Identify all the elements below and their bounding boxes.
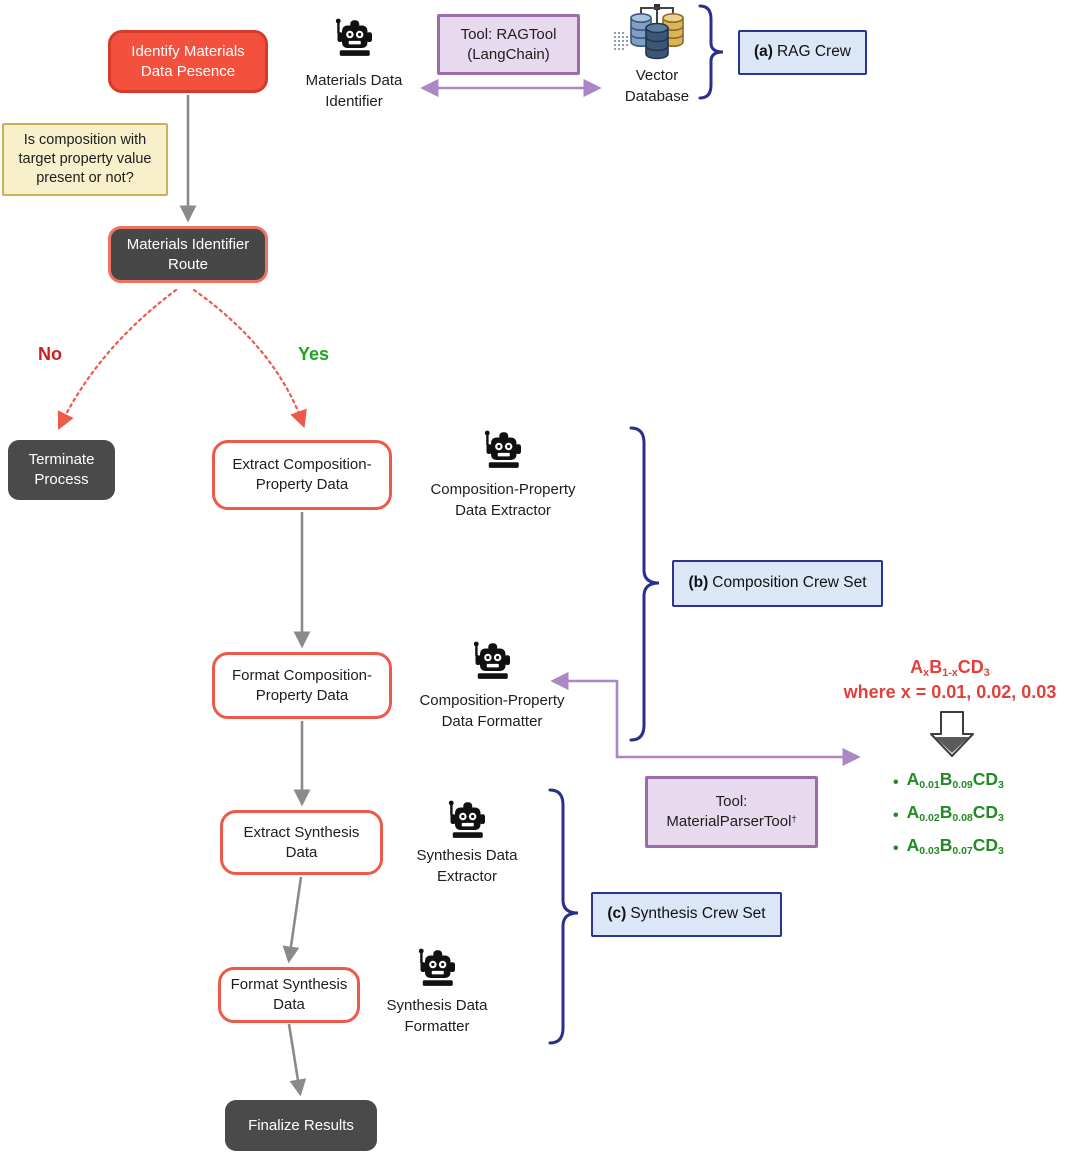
agent-label-materials-data-identifier: Materials Data Identifier: [305, 72, 403, 110]
tool-label: Tool:MaterialParserTool†: [666, 793, 797, 830]
robot-icon: [418, 948, 455, 986]
parsed-compositions-list: • A0.01B0.09CD3 • A0.02B0.08CD3 • A0.03B…: [893, 766, 1004, 865]
node-label: Materials Identifier Route: [126, 235, 250, 273]
node-label: Identify Materials Data Pesence: [131, 42, 245, 80]
robot-icon: [448, 800, 485, 838]
node-label: Finalize Results: [248, 1116, 354, 1134]
crew-label: (b)Composition Crew Set: [688, 574, 867, 592]
agent-label-synth-formatter: Synthesis Data Formatter: [386, 997, 488, 1035]
crew-box-composition: (b)Composition Crew Set: [672, 560, 883, 607]
branch-label-no: No: [38, 344, 62, 364]
list-item: • A0.01B0.09CD3: [893, 769, 1004, 791]
robot-icon: [335, 18, 372, 56]
list-item: • A0.03B0.07CD3: [893, 834, 1004, 857]
node-format-synthesis: Format Synthesis Data: [218, 967, 360, 1023]
brace-rag-crew: [698, 4, 724, 100]
formula-annotation: AxB1-xCD3 where x = 0.01, 0.02, 0.03: [822, 656, 1078, 703]
robot-icon: [484, 430, 521, 468]
agent-label-comp-formatter: Composition-Property Data Formatter: [419, 692, 565, 730]
note-label: Is composition with target property valu…: [18, 131, 152, 187]
node-label: Format Composition-Property Data: [231, 666, 373, 704]
robot-icon: [473, 641, 510, 679]
agent-label-comp-extractor: Composition-Property Data Extractor: [430, 481, 576, 519]
formula-general: AxB1-xCD3: [910, 657, 990, 680]
crew-label: (c)Synthesis Crew Set: [607, 905, 766, 923]
crew-label: (a)RAG Crew: [753, 43, 852, 61]
branch-label-yes: Yes: [298, 344, 330, 364]
node-extract-synthesis: Extract Synthesis Data: [220, 810, 383, 875]
node-label: Extract Composition-Property Data: [232, 456, 372, 493]
node-label: Format Synthesis Data: [230, 976, 348, 1013]
node-label: Terminate Process: [28, 451, 95, 488]
node-label: Extract Synthesis Data: [243, 823, 360, 861]
crew-box-rag: (a)RAG Crew: [738, 30, 867, 75]
agent-label-synth-extractor: Synthesis Data Extractor: [416, 847, 518, 885]
vector-database-icon: [614, 4, 684, 60]
formula-condition: where x = 0.01, 0.02, 0.03: [843, 681, 1057, 702]
list-item: • A0.02B0.08CD3: [893, 801, 1004, 824]
block-down-arrow: [930, 711, 974, 757]
node-format-composition-property: Format Composition-Property Data: [212, 652, 392, 719]
tool-materialparser-box: Tool:MaterialParserTool†: [645, 776, 818, 848]
db-label-vector-database: Vector Database: [624, 67, 690, 105]
crew-box-synthesis: (c)Synthesis Crew Set: [591, 892, 782, 937]
brace-synthesis-crew: [548, 788, 579, 1045]
block-down-arrow-head: [935, 737, 969, 753]
arrow-parser-to-output: [615, 680, 861, 767]
node-extract-composition-property: Extract Composition-Property Data: [212, 440, 392, 510]
branch-yes-arrow: [192, 288, 307, 429]
branch-no-arrow: [57, 288, 178, 430]
brace-composition-crew: [629, 426, 660, 742]
node-finalize-results: Finalize Results: [225, 1100, 377, 1151]
tool-ragtool-box: Tool: RAGTool (LangChain): [437, 14, 580, 75]
dot-pattern: [614, 32, 628, 50]
arrow-formatsynth-to-finalize: [287, 1023, 307, 1097]
node-terminate-process: Terminate Process: [8, 440, 115, 500]
node-materials-identifier-route: Materials Identifier Route: [108, 226, 268, 283]
node-identify-materials: Identify Materials Data Pesence: [108, 30, 268, 93]
tool-label: Tool: RAGTool (LangChain): [460, 25, 557, 63]
note-decision-question: Is composition with target property valu…: [2, 123, 168, 196]
arrow-extractsynth-to-formatsynth: [282, 876, 303, 964]
